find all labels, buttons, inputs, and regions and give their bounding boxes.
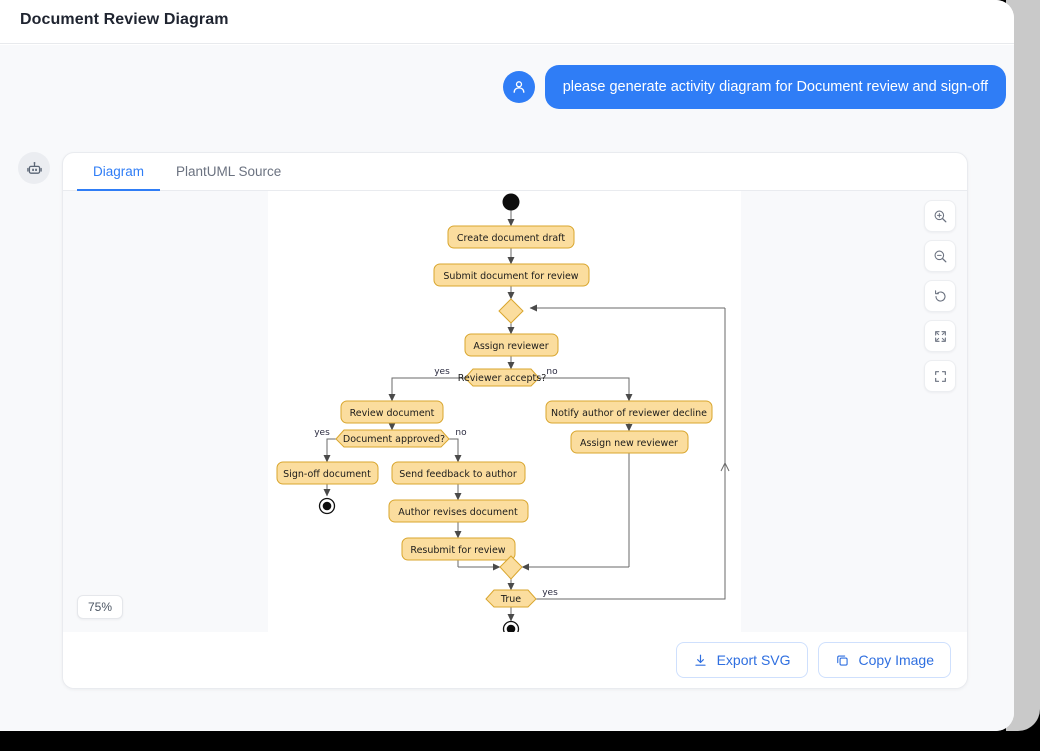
node-submit-document-for-review[interactable]: Submit document for review: [433, 263, 590, 287]
assistant-message-row: Diagram PlantUML Source: [18, 152, 968, 689]
node-assign-new-reviewer[interactable]: Assign new reviewer: [570, 430, 689, 454]
fullscreen-icon: [934, 370, 946, 382]
node-create-document-draft[interactable]: Create document draft: [447, 225, 575, 249]
zoom-in-icon: [934, 210, 946, 222]
export-svg-button[interactable]: Export SVG: [675, 642, 808, 678]
node-label: Sign-off document: [283, 469, 371, 480]
edge-loopback: [530, 308, 726, 600]
tab-plantuml-source[interactable]: PlantUML Source: [160, 153, 297, 190]
node-label: Submit document for review: [443, 271, 578, 282]
copy-image-button[interactable]: Copy Image: [817, 642, 951, 678]
node-label: Assign reviewer: [473, 341, 548, 352]
window-surface: Document Review Diagram please generate …: [0, 0, 1014, 731]
node-label: Send feedback to author: [399, 469, 517, 480]
copy-image-label: Copy Image: [858, 652, 934, 668]
card-tabs: Diagram PlantUML Source: [63, 153, 967, 191]
user-avatar: [502, 71, 535, 103]
chat-area: please generate activity diagram for Doc…: [0, 45, 1014, 731]
decision-label: Document approved?: [343, 434, 445, 445]
download-icon: [695, 654, 706, 666]
node-assign-reviewer[interactable]: Assign reviewer: [464, 333, 559, 357]
diagram-canvas[interactable]: Create document draft Submit document fo…: [63, 191, 967, 632]
final-node-1: [318, 497, 336, 515]
node-sign-off-document[interactable]: Sign-off document: [276, 461, 379, 485]
person-icon: [513, 81, 525, 93]
app-header: Document Review Diagram: [0, 0, 1014, 44]
node-author-revises-document[interactable]: Author revises document: [388, 499, 529, 523]
user-message-row: please generate activity diagram for Doc…: [502, 65, 1006, 110]
zoom-out-button[interactable]: [924, 240, 956, 272]
activity-diagram-svg: Create document draft Submit document fo…: [276, 193, 730, 632]
node-label: Review document: [350, 408, 435, 419]
node-resubmit-for-review[interactable]: Resubmit for review: [401, 537, 516, 561]
window-scrollbar-top[interactable]: [1006, 0, 1040, 10]
edge-connectors: [326, 377, 630, 567]
expand-button[interactable]: [924, 320, 956, 352]
card-footer: Export SVG Copy Image: [63, 632, 967, 688]
node-label: Notify author of reviewer decline: [551, 408, 707, 419]
node-label: Author revises document: [398, 507, 518, 518]
bot-avatar: [18, 152, 50, 184]
export-svg-label: Export SVG: [716, 652, 791, 668]
edge-label-no-2: no: [455, 428, 467, 438]
node-label: Create document draft: [457, 233, 565, 244]
page-title: Document Review Diagram: [20, 11, 229, 28]
node-label: Assign new reviewer: [580, 438, 678, 449]
decision-label: Reviewer accepts?: [458, 373, 547, 384]
edge-label-yes-1: yes: [434, 367, 450, 377]
user-message-bubble: please generate activity diagram for Doc…: [544, 65, 1006, 110]
edge-label-yes-3: yes: [542, 588, 558, 598]
reset-button[interactable]: [924, 280, 956, 312]
expand-icon: [934, 330, 946, 342]
tab-diagram[interactable]: Diagram: [77, 153, 161, 191]
node-review-document[interactable]: Review document: [340, 400, 444, 424]
robot-icon: [26, 161, 42, 174]
merge-node-2: [499, 555, 523, 580]
copy-icon: [836, 654, 848, 666]
node-label: Resubmit for review: [410, 545, 505, 556]
edge-label-no-1: no: [546, 367, 558, 377]
final-node-2: [502, 620, 520, 632]
node-notify-author-of-reviewer-decline[interactable]: Notify author of reviewer decline: [545, 400, 713, 424]
tab-diagram-label: Diagram: [93, 164, 145, 179]
decision-label: True: [500, 594, 521, 605]
merge-node-1: [498, 298, 524, 324]
edge-rail-tick: [720, 462, 730, 472]
decision-document-approved: Document approved?: [335, 429, 450, 448]
diagram-sheet: Create document draft Submit document fo…: [268, 191, 741, 632]
tab-plantuml-source-label: PlantUML Source: [176, 164, 282, 179]
reset-icon: [934, 289, 946, 302]
zoom-level-badge: 75%: [77, 595, 124, 619]
decision-true: True: [485, 589, 537, 608]
decision-reviewer-accepts: Reviewer accepts?: [458, 368, 547, 387]
zoom-out-icon: [934, 250, 946, 262]
edge-group: [323, 210, 633, 622]
edge-label-yes-2: yes: [314, 428, 330, 438]
diagram-toolbar: [924, 200, 956, 392]
initial-node: [502, 193, 520, 211]
zoom-in-button[interactable]: [924, 200, 956, 232]
fullscreen-button[interactable]: [924, 360, 956, 392]
diagram-card: Diagram PlantUML Source: [62, 152, 968, 689]
node-send-feedback-to-author[interactable]: Send feedback to author: [391, 461, 526, 485]
